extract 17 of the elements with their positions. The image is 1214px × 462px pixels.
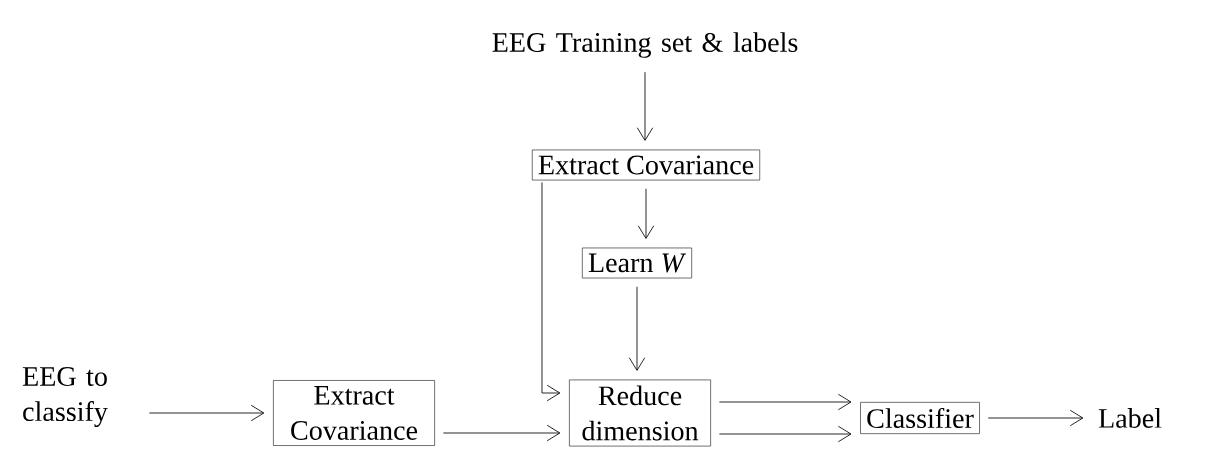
- arrow: [987, 409, 1084, 427]
- arrow: [628, 286, 646, 371]
- arrow: [637, 188, 655, 239]
- arrow: [718, 393, 852, 411]
- arrow: [636, 71, 654, 141]
- process-box: Extract Covariance: [532, 149, 761, 181]
- arrow: [541, 181, 561, 402]
- text-label: Label: [1098, 408, 1162, 428]
- text-label: EEG to classify: [22, 367, 108, 427]
- process-box: Reduce dimension: [569, 379, 711, 447]
- process-box: Classifier: [860, 402, 980, 434]
- arrow: [442, 424, 561, 442]
- process-box: Extract Covariance: [273, 380, 435, 446]
- text-label: EEG Training set & labels: [492, 32, 798, 58]
- process-box: Learn W: [582, 247, 692, 279]
- arrow: [148, 404, 265, 422]
- arrow: [718, 425, 852, 443]
